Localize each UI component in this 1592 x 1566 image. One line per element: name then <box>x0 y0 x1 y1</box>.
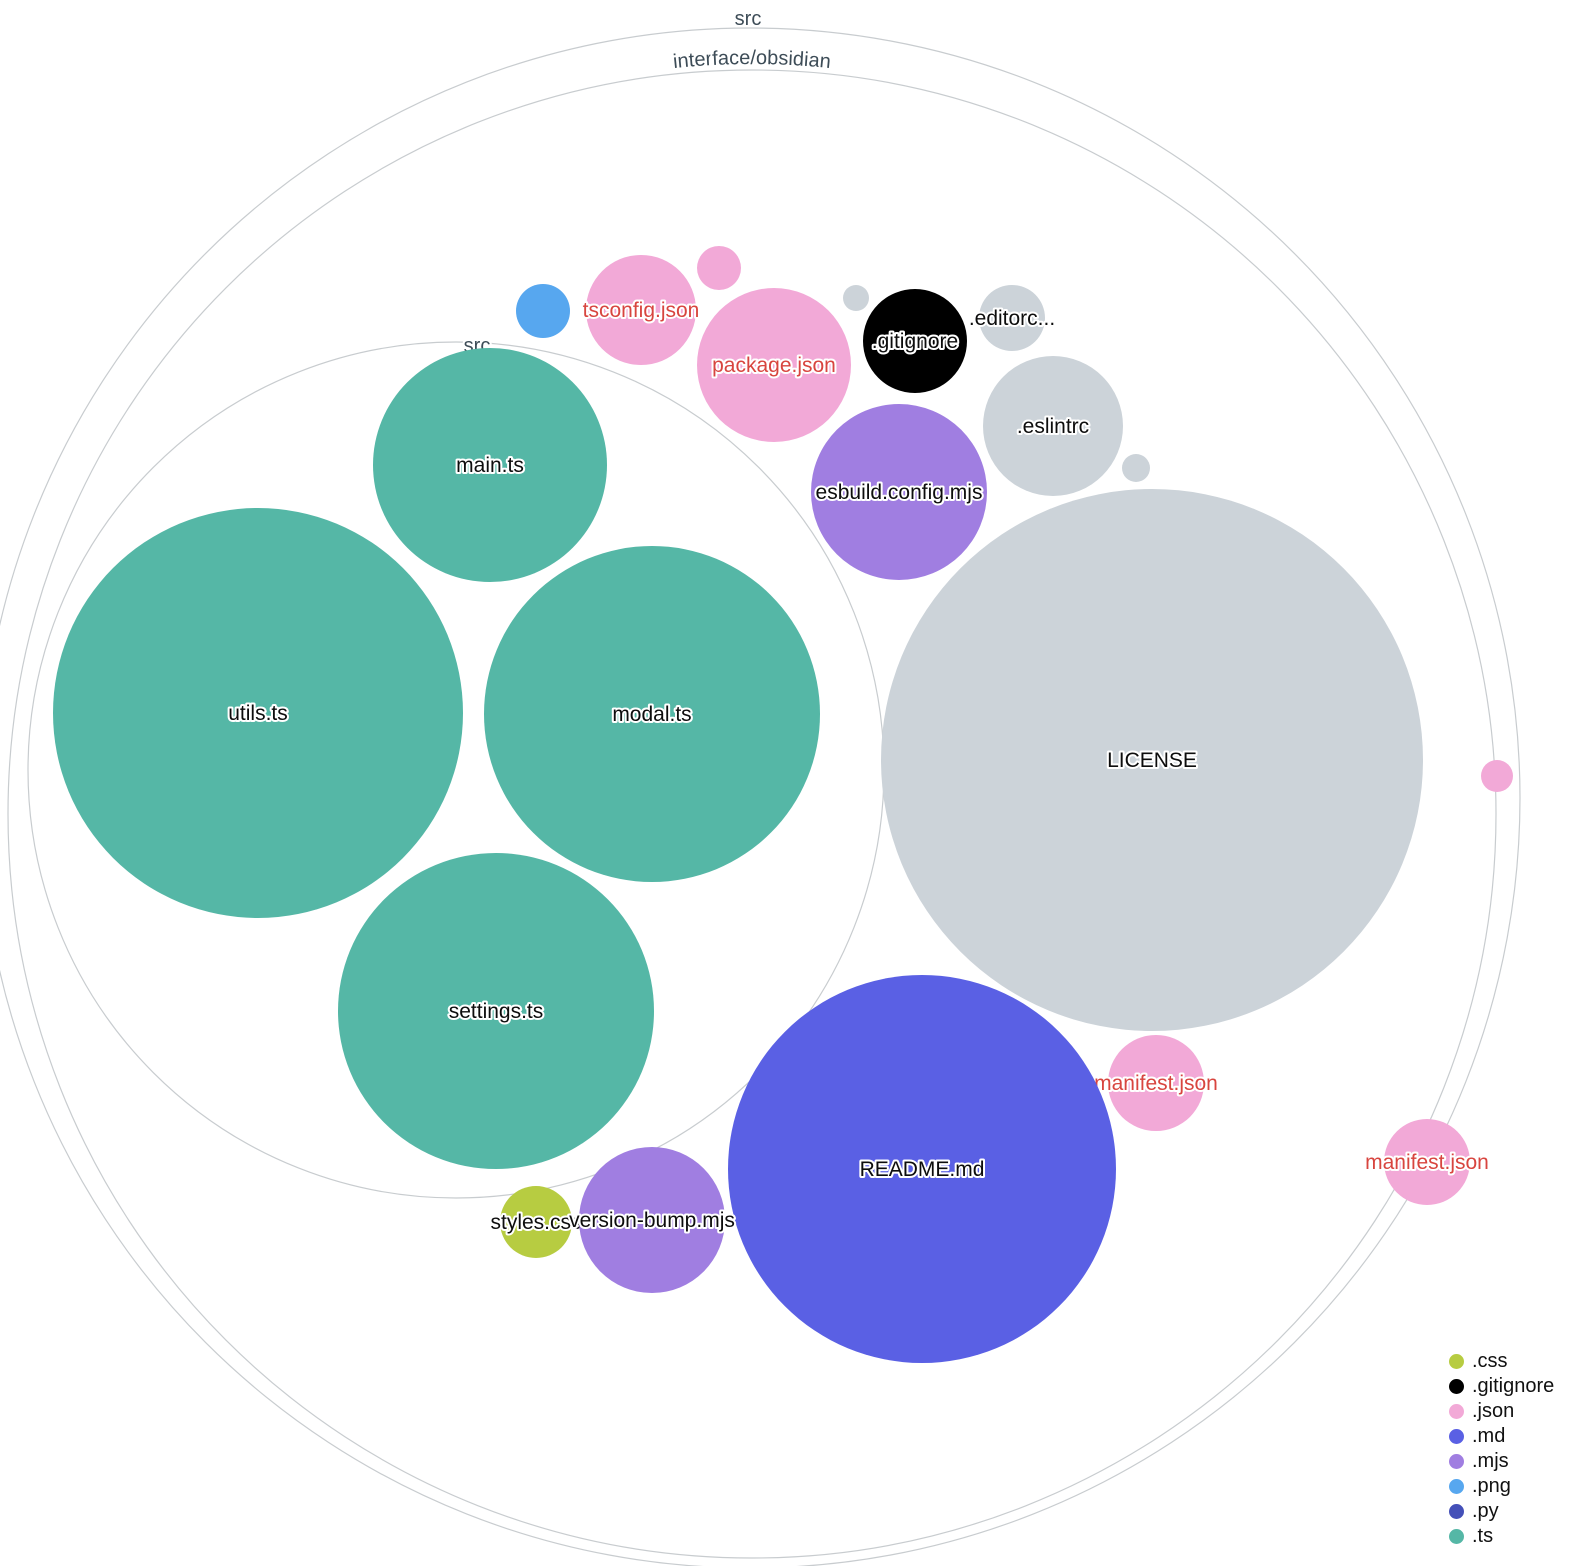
file-circle-png-file[interactable] <box>516 284 570 338</box>
file-node: LICENSE <box>881 489 1423 1031</box>
file-circle-license[interactable] <box>881 489 1423 1031</box>
file-node: manifest.json <box>1363 1119 1491 1205</box>
folder-label: src <box>735 8 762 30</box>
file-label: manifest.json <box>1094 1072 1218 1095</box>
file-circle-main-ts[interactable] <box>373 348 607 582</box>
legend-item-md: .md <box>1449 1424 1554 1447</box>
legend-label: .mjs <box>1472 1449 1509 1472</box>
legend-label: .css <box>1472 1349 1508 1372</box>
file-label: README.md <box>860 1158 985 1181</box>
legend-swatch <box>1449 1478 1464 1494</box>
file-circle-editorconfig[interactable] <box>979 285 1045 351</box>
file-label: .editorc... <box>969 307 1055 330</box>
legend-swatch <box>1449 1403 1464 1419</box>
file-node <box>697 246 741 290</box>
file-circle-manifest-json[interactable] <box>1108 1035 1204 1131</box>
file-circle-manifest-json-outer[interactable] <box>1384 1119 1470 1205</box>
file-circle-settings-ts[interactable] <box>338 853 654 1169</box>
legend-item-json: .json <box>1449 1399 1554 1422</box>
file-label: .gitignore <box>872 330 958 353</box>
file-node: styles.css <box>488 1186 584 1258</box>
file-circle-version-bump-mjs[interactable] <box>579 1147 725 1293</box>
legend-item-ts: .ts <box>1449 1524 1554 1547</box>
file-node <box>843 285 869 311</box>
legend-label: .png <box>1472 1474 1511 1497</box>
folder-circle-interface-obsidian[interactable] <box>7 69 1497 1559</box>
file-label: manifest.json <box>1365 1151 1489 1174</box>
legend-item-gitignore: .gitignore <box>1449 1374 1555 1397</box>
file-node: esbuild.config.mjs <box>811 404 987 580</box>
legend-label: .ts <box>1472 1524 1494 1547</box>
file-circle-utils-ts[interactable] <box>53 508 463 918</box>
file-node: version-bump.mjs <box>567 1147 737 1293</box>
legend-swatch <box>1449 1453 1464 1469</box>
file-label: main.ts <box>456 454 524 477</box>
file-node: .gitignore <box>863 289 967 393</box>
legend-label: .gitignore <box>1472 1374 1555 1397</box>
legend-swatch <box>1449 1378 1464 1394</box>
legend: .css.gitignore.json.md.mjs.png.py.ts <box>1449 1349 1555 1547</box>
file-node: manifest.json <box>1092 1035 1220 1131</box>
file-circle-eslintrc[interactable] <box>983 356 1123 496</box>
file-node: utils.ts <box>53 508 463 918</box>
file-circle-readme-md[interactable] <box>728 975 1116 1363</box>
file-label: version-bump.mjs <box>569 1209 735 1232</box>
file-label: tsconfig.json <box>583 299 700 322</box>
legend-item-png: .png <box>1449 1474 1554 1497</box>
legend-label: .md <box>1472 1424 1506 1447</box>
file-node: tsconfig.json <box>581 255 701 365</box>
file-circle-json-small-top[interactable] <box>697 246 741 290</box>
legend-swatch <box>1449 1428 1464 1444</box>
file-node <box>1122 454 1150 482</box>
file-node: .editorc... <box>967 285 1057 351</box>
file-circle-gray-small-2[interactable] <box>1122 454 1150 482</box>
file-label: .eslintrc <box>1017 415 1089 438</box>
legend-swatch <box>1449 1353 1464 1369</box>
folder-1: interface/obsidian <box>7 45 1497 1559</box>
file-circle-gitignore[interactable] <box>863 289 967 393</box>
legend-swatch <box>1449 1503 1464 1519</box>
file-node <box>1481 760 1513 792</box>
file-node: settings.ts <box>338 853 654 1169</box>
legend-label: .json <box>1472 1399 1515 1422</box>
file-circle-gray-small-1[interactable] <box>843 285 869 311</box>
file-node: main.ts <box>373 348 607 582</box>
folder-0: src <box>0 6 1521 1566</box>
file-circle-esbuild-config-mjs[interactable] <box>811 404 987 580</box>
file-node: .eslintrc <box>983 356 1123 496</box>
file-node: modal.ts <box>484 546 820 882</box>
file-label: package.json <box>712 354 836 377</box>
file-circle-json-right-small[interactable] <box>1481 760 1513 792</box>
file-circle-modal-ts[interactable] <box>484 546 820 882</box>
folder-label: interface/obsidian <box>672 47 832 73</box>
file-label: utils.ts <box>228 702 288 725</box>
file-node: package.json <box>697 288 851 442</box>
folder-circle-src[interactable] <box>0 27 1521 1566</box>
file-node <box>516 284 570 338</box>
legend-label: .py <box>1472 1499 1499 1522</box>
file-label: modal.ts <box>612 703 691 726</box>
legend-item-css: .css <box>1449 1349 1554 1372</box>
file-label: settings.ts <box>449 1000 544 1023</box>
legend-item-py: .py <box>1449 1499 1554 1522</box>
file-node: README.md <box>728 975 1116 1363</box>
legend-swatch <box>1449 1528 1464 1544</box>
file-label: esbuild.config.mjs <box>816 481 983 504</box>
file-label: styles.css <box>490 1211 581 1234</box>
file-label: LICENSE <box>1107 749 1197 772</box>
legend-item-mjs: .mjs <box>1449 1449 1554 1472</box>
file-circle-styles-css[interactable] <box>500 1186 572 1258</box>
file-circle-package-json[interactable] <box>697 288 851 442</box>
file-circle-tsconfig-json[interactable] <box>586 255 696 365</box>
